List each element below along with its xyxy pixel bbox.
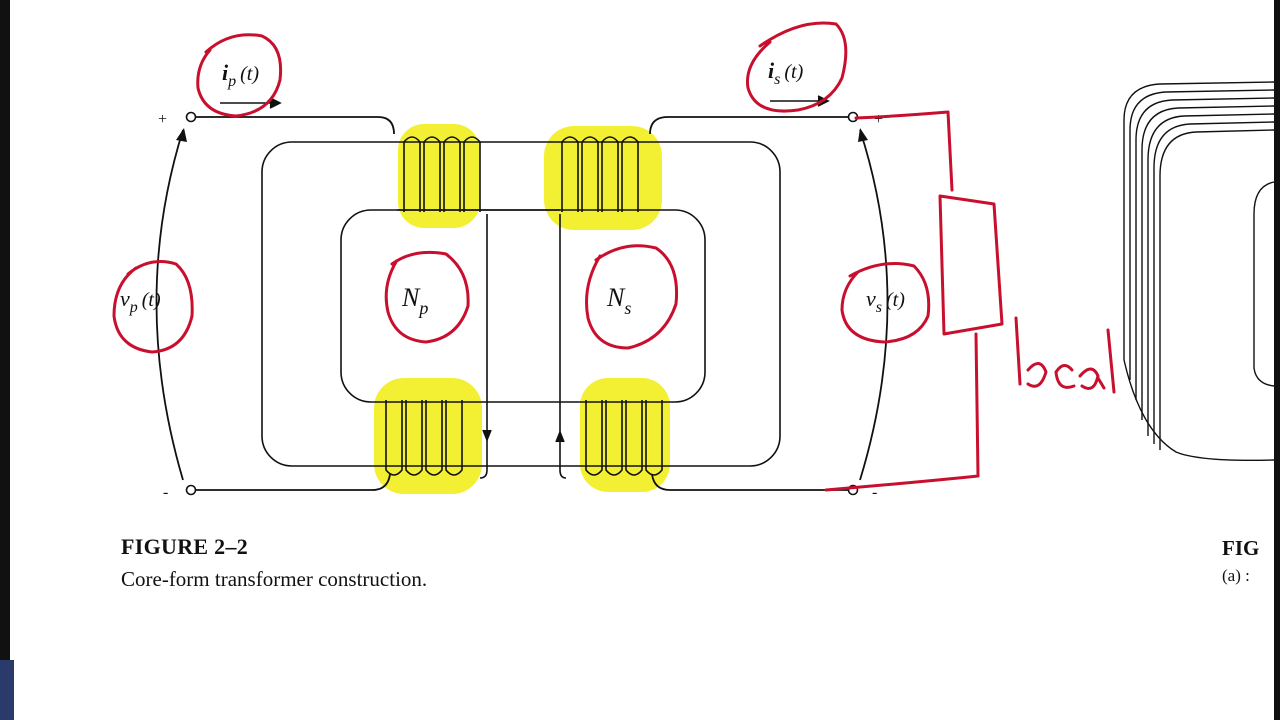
core-inner-window	[340, 209, 706, 403]
secondary-wires	[649, 116, 889, 491]
next-figure-title-partial: FIG	[1222, 536, 1260, 560]
next-figure-partial	[1123, 81, 1275, 462]
label-ip: ip(t)	[222, 60, 259, 90]
ink-circle-vp	[112, 260, 194, 354]
screen-edge-right	[1274, 0, 1280, 720]
vs-arrow-head	[858, 128, 868, 142]
primary-wires	[155, 116, 395, 491]
handwritten-load-text: load	[1012, 391, 1015, 393]
ink-load-wire-bottom	[824, 332, 980, 492]
polarity-marks: + - + -	[158, 111, 883, 501]
label-ns: Ns	[606, 283, 631, 318]
ink-circle-ns	[585, 244, 679, 350]
secondary-minus-mark: -	[872, 484, 877, 501]
label-is: is(t)	[768, 58, 804, 88]
ink-load-wire-top	[854, 110, 954, 192]
ink-circle-np	[384, 250, 470, 344]
ink-circle-vs	[840, 262, 931, 344]
label-vp: vp(t)	[120, 286, 161, 316]
label-np: Np	[401, 283, 428, 318]
ink-handwriting-load	[1014, 316, 1116, 394]
primary-plus-mark: +	[158, 111, 167, 128]
next-figure-caption-partial: (a) :	[1222, 566, 1250, 585]
vp-arrow-head	[176, 128, 187, 142]
primary-upper-coils	[403, 136, 481, 212]
screen-edge-left	[0, 0, 10, 720]
ink-load-resistor	[938, 194, 1004, 336]
screen-edge-left-corner	[0, 660, 14, 720]
figure-caption: Core-form transformer construction.	[121, 567, 428, 591]
secondary-lower-coils	[585, 400, 663, 476]
ink-circle-ip	[196, 33, 283, 118]
primary-minus-mark: -	[163, 484, 168, 501]
ink-circle-is	[745, 21, 848, 113]
label-vs: vs(t)	[866, 286, 905, 316]
secondary-plus-mark: +	[874, 111, 883, 128]
current-arrows	[220, 95, 830, 109]
core-outer-outline	[261, 141, 781, 467]
figure-title: FIGURE 2–2	[121, 534, 249, 559]
secondary-upper-coils	[561, 136, 639, 212]
ink-annotations	[112, 21, 1116, 492]
primary-lower-coils	[385, 400, 463, 476]
terminals	[185, 111, 859, 496]
